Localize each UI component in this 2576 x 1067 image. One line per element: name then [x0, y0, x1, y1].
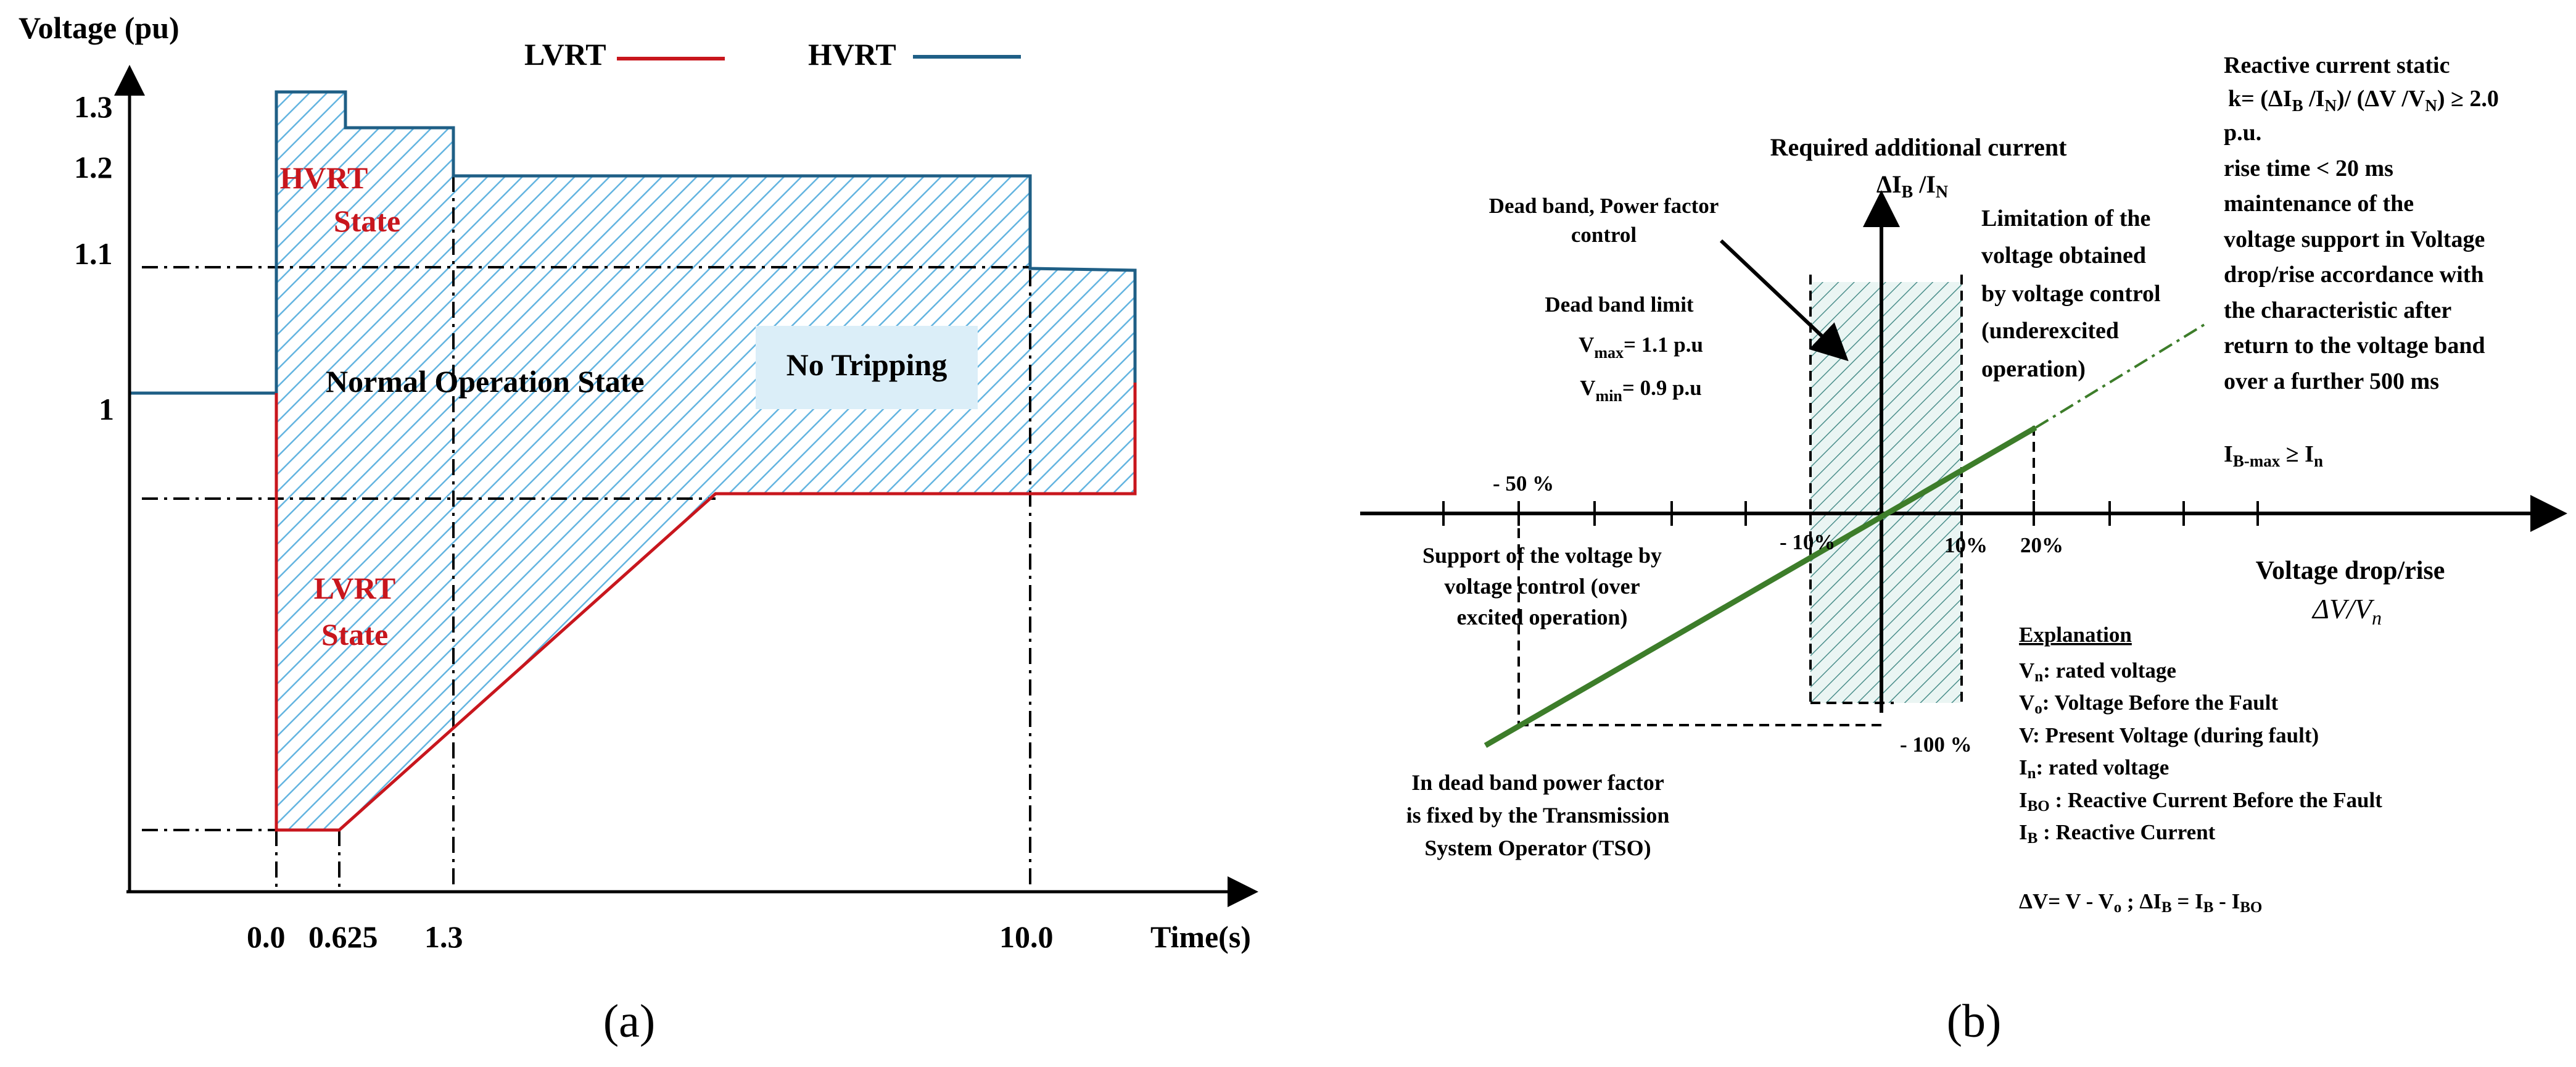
lvrt-curve	[275, 383, 1137, 832]
dead-band-pointer-arrow	[1719, 239, 1849, 362]
explanation-v: V: Present Voltage (during fault)	[2019, 723, 2319, 747]
legend-lvrt-label: LVRT	[524, 37, 606, 72]
tick-label-10: 10%	[1944, 533, 1988, 557]
current-axis-label-line2: ΔIB /IN	[1876, 170, 1948, 202]
tick-label-20: 20%	[2020, 533, 2063, 557]
limitation-line4: (underexcited	[1981, 318, 2119, 344]
reactive-current-characteristic	[1484, 425, 2037, 748]
reactive-line-return: return to the voltage band	[2224, 333, 2485, 359]
voltage-axis-label: Voltage (pu)	[19, 10, 180, 45]
panel-a: Voltage (pu) 1.3 1.2 1.1 1 0.0 0.625 1.3…	[19, 10, 1258, 1047]
lvrt-state-line2: State	[321, 617, 388, 652]
lvrt-state-line1: LVRT	[314, 571, 396, 605]
explanation-title: Explanation	[2019, 623, 2132, 647]
x-tick-1-3: 1.3	[424, 920, 463, 954]
x-tick-0-0: 0.0	[247, 920, 286, 954]
reactive-k-formula: k= (ΔIB /IN)/ (ΔV /VN) ≥ 2.0	[2228, 86, 2499, 115]
y-tick-1-3: 1.3	[74, 89, 113, 124]
delta-formula: ΔV= V - Vo ; ΔIB = IB - IBO	[2019, 889, 2262, 916]
reactive-line-drop: drop/rise accordance with	[2224, 262, 2483, 288]
explanation-vn: Vn: rated voltage	[2019, 658, 2176, 685]
ib-max-label: IB-max ≥ In	[2224, 441, 2323, 470]
support-line3: excited operation)	[1457, 605, 1628, 629]
vmax-label: Vmax= 1.1 p.u	[1579, 333, 1703, 362]
reactive-line-pu: p.u.	[2224, 120, 2261, 146]
tso-line1: In dead band power factor	[1411, 770, 1664, 795]
reactive-line-rise: rise time < 20 ms	[2224, 156, 2393, 181]
dead-band-limit-label: Dead band limit	[1545, 293, 1693, 317]
x-axis-ticks	[1442, 501, 2259, 526]
limitation-line1: Limitation of the	[1981, 206, 2150, 231]
tso-line2: is fixed by the Transmission	[1406, 803, 1670, 828]
tso-line3: System Operator (TSO)	[1424, 836, 1651, 860]
hvrt-state-line2: State	[334, 204, 400, 238]
legend-hvrt-label: HVRT	[808, 37, 896, 72]
y-tick-1: 1	[99, 392, 114, 426]
reactive-line-support: voltage support in Voltage	[2224, 226, 2485, 252]
y-tick-1-2: 1.2	[74, 150, 113, 185]
y-tick-1-1: 1.1	[74, 236, 113, 271]
caption-b: (b)	[1947, 995, 2002, 1047]
panel-b: Required additional current ΔIB /IN Dead…	[1360, 52, 2567, 1047]
reactive-line-char: the characteristic after	[2224, 297, 2451, 323]
guide-lines	[142, 176, 1031, 889]
dead-band-pf-line2: control	[1571, 223, 1637, 247]
limitation-line3: by voltage control	[1981, 281, 2161, 307]
voltage-change-axis-label-2: ΔV/Vn	[2311, 593, 2382, 629]
tick-label-minus-10: - 10%	[1780, 530, 1835, 554]
caption-a: (a)	[603, 995, 655, 1047]
tick-label-minus-100: - 100 %	[1900, 733, 1972, 757]
support-line2: voltage control (over	[1444, 574, 1640, 599]
support-line1: Support of the voltage by	[1422, 543, 1662, 568]
time-axis-label: Time(s)	[1150, 920, 1251, 954]
hvrt-curve	[130, 90, 1137, 494]
explanation-ibo: IBO : Reactive Current Before the Fault	[2019, 788, 2382, 815]
x-tick-0-625: 0.625	[308, 920, 378, 954]
reactive-static-title: Reactive current static	[2224, 52, 2450, 78]
voltage-change-axis-label-1: Voltage drop/rise	[2256, 557, 2445, 585]
no-tripping-label: No Tripping	[786, 347, 947, 382]
reactive-line-maint: maintenance of the	[2224, 191, 2414, 217]
normal-operation-label: Normal Operation State	[326, 364, 645, 399]
characteristic-extension	[2034, 323, 2207, 429]
x-tick-10-0: 10.0	[999, 920, 1054, 954]
explanation-in: In: rated voltage	[2019, 755, 2169, 782]
dead-band-pf-line1: Dead band, Power factor	[1489, 194, 1719, 218]
limitation-line2: voltage obtained	[1981, 243, 2146, 268]
no-tripping-box	[756, 326, 978, 409]
reactive-line-further: over a further 500 ms	[2224, 368, 2439, 394]
explanation-vo: Vo: Voltage Before the Fault	[2019, 691, 2278, 717]
limitation-line5: operation)	[1981, 356, 2086, 382]
vmin-label: Vmin= 0.9 p.u	[1580, 376, 1702, 405]
tick-label-minus-50: - 50 %	[1493, 471, 1554, 496]
explanation-ib: IB : Reactive Current	[2019, 820, 2216, 847]
hvrt-state-line1: HVRT	[280, 160, 368, 195]
current-axis-label-line1: Required additional current	[1770, 133, 2067, 161]
hvrt-lvrt-envelope-fill	[276, 92, 1135, 830]
